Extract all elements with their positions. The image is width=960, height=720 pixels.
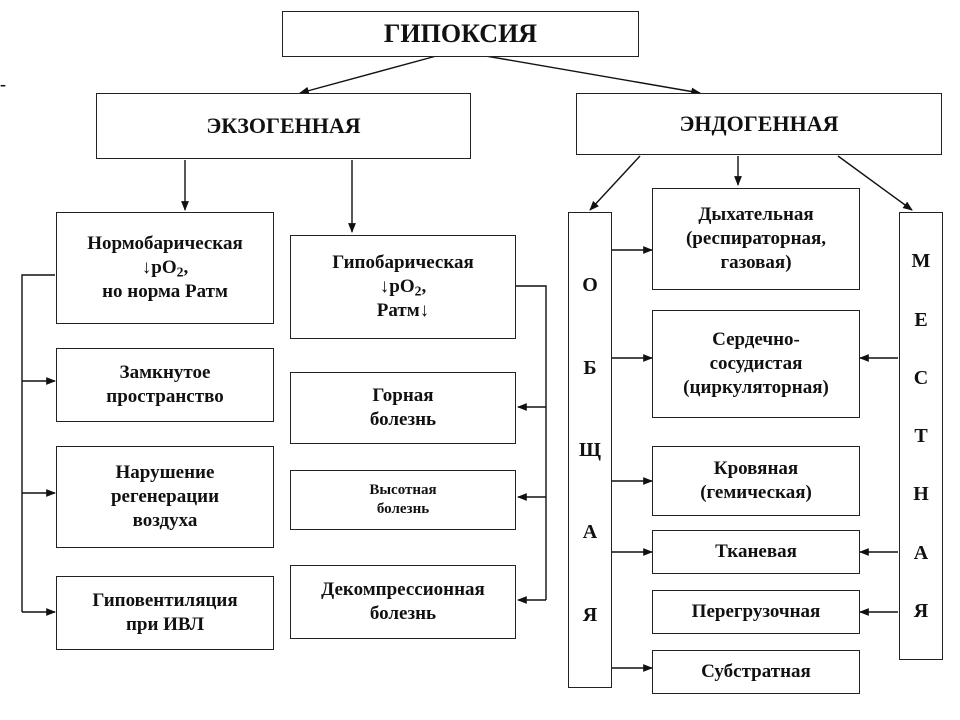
hypobaric-po2: ↓pO [379, 275, 415, 297]
normobaric-item-2-line1: Нарушение [115, 461, 215, 483]
normobaric-item-2: Нарушение регенерации воздуха [56, 446, 274, 548]
type-respiratory-line2: (респираторная, [685, 227, 827, 249]
normobaric-item-3-line1: Гиповентиляция [92, 589, 238, 611]
type-circulatory-line2: сосудистая [709, 352, 803, 374]
general-column-letter: А [582, 521, 598, 544]
endogenous-box: ЭНДОГЕННАЯ [576, 93, 942, 155]
local-column-letter: А [913, 541, 929, 564]
normobaric-item-2-line3: воздуха [132, 510, 198, 532]
local-column-letter: Е [914, 308, 928, 331]
local-column-letter: Я [913, 599, 929, 622]
corner-mark: - [0, 74, 6, 94]
hypobaric-item-1-line2: болезнь [369, 409, 437, 430]
local-column-letter: С [913, 366, 929, 389]
hypobaric-box: Гипобарическая ↓pO2, Ратм↓ [290, 235, 516, 339]
normobaric-item-3-line2: при ИВЛ [125, 614, 205, 635]
type-circulatory: Сердечно- сосудистая (циркуляторная) [652, 310, 860, 418]
hypobaric-item-1-line1: Горная [372, 384, 434, 406]
normo-bracket [21, 274, 55, 612]
hypobaric-line1: Гипобарическая [332, 251, 474, 273]
title-box: ГИПОКСИЯ [282, 11, 639, 57]
arrow-title-endo [479, 54, 701, 96]
hypobaric-item-2-line1: Высотная [369, 481, 437, 498]
local-column: М Е С Т Н А Я [899, 212, 943, 660]
hypobaric-po2-sub: 2 [414, 283, 422, 299]
general-column: О Б Щ А Я [568, 212, 612, 688]
hypobaric-item-3-line2: болезнь [369, 603, 437, 624]
hypo-bracket [516, 285, 547, 600]
page-title: ГИПОКСИЯ [383, 19, 538, 49]
normobaric-item-1-line2: пространство [106, 386, 224, 407]
type-hemic: Кровяная (гемическая) [652, 446, 860, 516]
type-substrate-label: Субстратная [701, 660, 811, 682]
general-column-letter: О [582, 274, 598, 297]
normobaric-item-3: Гиповентиляция при ИВЛ [56, 576, 274, 650]
arrow-endo-local [837, 155, 913, 211]
local-column-letter: Т [914, 425, 928, 447]
hypobaric-po2-comma: , [421, 275, 427, 297]
exogenous-label: ЭКЗОГЕННАЯ [206, 112, 361, 138]
hypobaric-item-1: Горная болезнь [290, 372, 516, 444]
normobaric-box: Нормобарическая ↓pO2, но норма Ратм [56, 212, 274, 324]
normobaric-item-1: Замкнутое пространство [56, 348, 274, 422]
type-tissue-label: Тканевая [715, 540, 797, 562]
normobaric-po2: ↓pO [141, 256, 177, 278]
general-column-letter: Щ [579, 438, 601, 461]
type-hemic-line2: (гемическая) [700, 482, 812, 503]
type-overload: Перегрузочная [652, 590, 860, 634]
general-column-letter: Я [582, 603, 598, 626]
type-circulatory-line3: (циркуляторная) [683, 377, 829, 399]
normobaric-po2-sub: 2 [176, 264, 184, 280]
type-respiratory-line1: Дыхательная [698, 203, 814, 225]
normobaric-item-1-line1: Замкнутое [119, 361, 211, 383]
type-respiratory-line3: газовая) [720, 252, 792, 274]
hypobaric-line3: Ратм↓ [376, 300, 430, 322]
endogenous-label: ЭНДОГЕННАЯ [679, 110, 839, 136]
normobaric-po2-comma: , [183, 256, 189, 278]
local-column-letter: Н [913, 483, 929, 506]
normobaric-item-2-line2: регенерации [110, 485, 220, 507]
arrow-title-exo [299, 54, 441, 95]
hypobaric-item-2-line2: болезнь [376, 501, 430, 517]
type-hemic-line1: Кровяная [713, 457, 799, 479]
exogenous-box: ЭКЗОГЕННАЯ [96, 93, 471, 159]
type-tissue: Тканевая [652, 530, 860, 574]
type-respiratory: Дыхательная (респираторная, газовая) [652, 188, 860, 290]
hypobaric-item-3-line1: Декомпрессионная [321, 578, 485, 600]
type-overload-label: Перегрузочная [691, 600, 821, 622]
type-substrate: Субстратная [652, 650, 860, 694]
type-circulatory-line1: Сердечно- [712, 328, 800, 350]
normobaric-line3: но норма Ратм [102, 281, 228, 303]
local-column-letter: М [911, 250, 931, 273]
general-column-letter: Б [583, 356, 597, 379]
hypobaric-item-3: Декомпрессионная болезнь [290, 565, 516, 639]
hypobaric-item-2: Высотная болезнь [290, 470, 516, 530]
arrow-endo-general [589, 155, 641, 211]
normobaric-line1: Нормобарическая [87, 232, 243, 254]
